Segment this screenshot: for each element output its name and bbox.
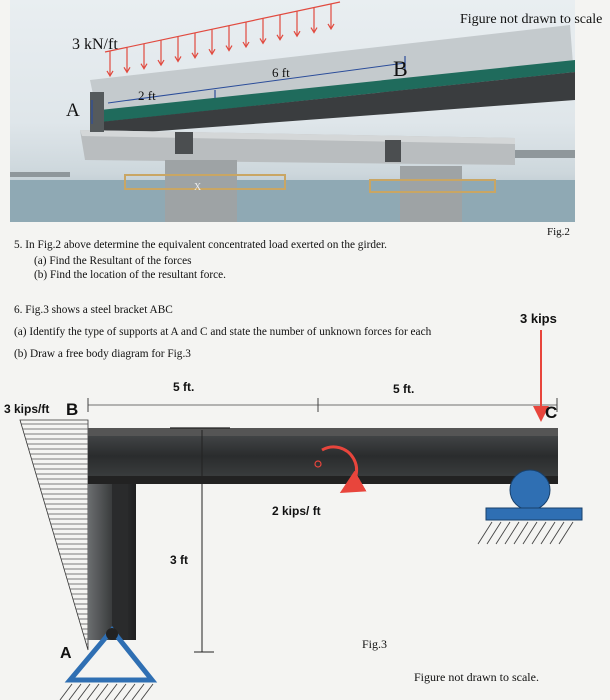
question-5: 5. In Fig.2 above determine the equivale… (14, 239, 387, 251)
moment-center (314, 460, 322, 468)
scale-note-fig3: Figure not drawn to scale. (414, 670, 539, 684)
dimension-6ft: 6 ft (272, 65, 290, 80)
dimension-2ft: 2 ft (138, 88, 156, 103)
water (10, 180, 575, 222)
dimension-5ft-right: 5 ft. (393, 382, 415, 396)
distributed-load-label-fig3: 3 kips/ft (4, 402, 50, 416)
bracket-beam (88, 428, 558, 484)
point-a-label-fig3: A (60, 645, 72, 662)
moment-arrow (321, 445, 367, 493)
pier-right (400, 166, 462, 222)
point-a-label: A (66, 100, 80, 121)
point-load-label: 3 kips (520, 311, 557, 326)
point-b-label: B (393, 56, 408, 81)
roller-support (509, 469, 551, 511)
question-6: 6. Fig.3 shows a steel bracket ABC (14, 304, 173, 316)
question-5b: (b) Find the location of the resultant f… (34, 269, 226, 281)
dimension-line (107, 62, 406, 104)
point-b-label-fig3: B (66, 400, 79, 419)
bridge-illustration (10, 1, 575, 222)
triangular-load-hatch (21, 423, 88, 645)
figure2-caption: Fig.2 (547, 226, 570, 238)
question-5a: (a) Find the Resultant of the forces (34, 255, 192, 267)
ground-hatch-c (477, 521, 574, 545)
pin-support (64, 626, 158, 683)
distributed-load-arrows (104, 1, 341, 53)
pin (106, 628, 118, 640)
dimension-5ft-left: 5 ft. (173, 380, 195, 394)
pier-mark: X (194, 182, 202, 193)
figure3-caption: Fig.3 (362, 637, 388, 651)
moment-label: 2 kips/ ft (272, 504, 321, 518)
pier-left (165, 160, 237, 222)
triangular-load (19, 419, 89, 651)
question-6a: (a) Identify the type of supports at A a… (14, 326, 432, 338)
dimension-3ft-label: 3 ft (170, 553, 188, 567)
deck-stripe (100, 60, 575, 122)
figure2-photo (10, 0, 575, 222)
question-6b: (b) Draw a free body diagram for Fig.3 (14, 348, 191, 360)
roller-base (485, 507, 583, 521)
scale-note: Figure not drawn to scale (460, 12, 603, 27)
point-c-label: C (545, 403, 558, 422)
ground-hatch-a (59, 683, 154, 700)
distributed-load-label: 3 kN/ft (72, 36, 118, 53)
